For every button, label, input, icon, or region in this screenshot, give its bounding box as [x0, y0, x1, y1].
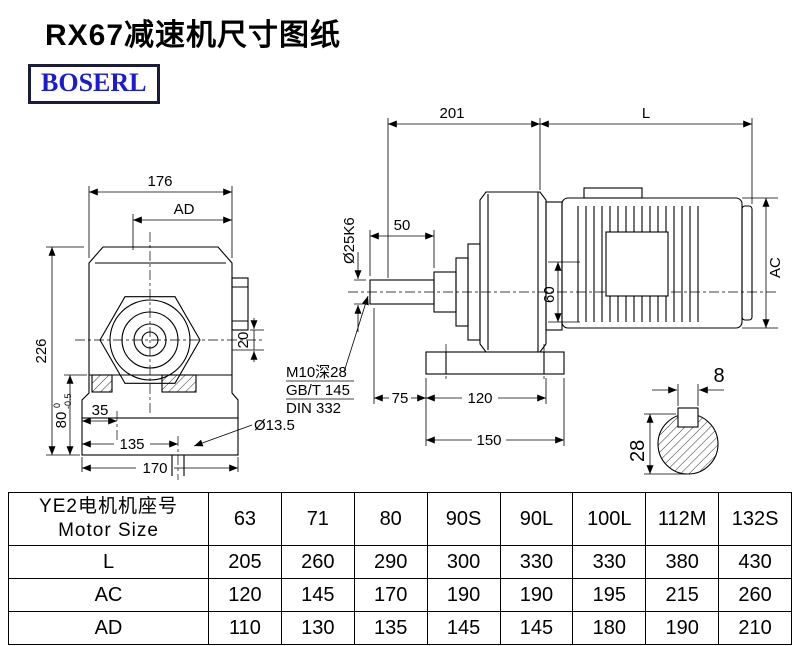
table-cell: 330: [572, 545, 647, 579]
table-cell: 145: [280, 578, 355, 612]
row-label-l: L: [8, 545, 209, 579]
dim-50: 50: [394, 217, 411, 234]
dim-60: 60: [541, 286, 558, 303]
table-cell: 145: [499, 611, 574, 645]
dim-170: 170: [142, 460, 167, 477]
brand-logo: BOSERL: [28, 64, 160, 104]
table-cell: 110: [208, 611, 282, 645]
side-view-dimensions: 201 L 50 Ø25K6 60 AC 75 120 150 M10深28 G…: [286, 105, 784, 449]
table-row-l: L 205 260 290 300 330 330 380 430: [8, 545, 792, 579]
table-cell: 190: [645, 611, 720, 645]
table-cell: 300: [426, 545, 501, 579]
dim-135: 135: [119, 436, 144, 453]
table-row-ad: AD 110 130 135 145 145 180 190 210: [8, 611, 792, 645]
size-63: 63: [208, 492, 282, 546]
size-71: 71: [280, 492, 355, 546]
table-cell: 145: [426, 611, 501, 645]
dim-201: 201: [439, 105, 464, 122]
front-view-geometry: [75, 232, 262, 480]
dim-226: 226: [33, 338, 50, 363]
table-cell: 260: [718, 578, 792, 612]
size-90s: 90S: [426, 492, 501, 546]
table-cell: 135: [353, 611, 428, 645]
dim-ad: AD: [174, 201, 195, 218]
header-motor-size: YE2电机机座号 Motor Size: [8, 492, 209, 546]
table-cell: 205: [208, 545, 282, 579]
dim-80-tol-lower: -0.5: [63, 393, 73, 409]
table-cell: 330: [499, 545, 574, 579]
table-cell: 120: [208, 578, 282, 612]
table-cell: 430: [718, 545, 792, 579]
size-132s: 132S: [718, 492, 792, 546]
size-100l: 100L: [572, 492, 647, 546]
table-cell: 260: [280, 545, 355, 579]
dim-176: 176: [147, 173, 172, 190]
header-motor-size-cn: YE2电机机座号: [39, 496, 178, 517]
note-thread: M10深28: [286, 364, 347, 381]
dim-shaft-height-28: 28: [627, 440, 649, 462]
header-motor-size-en: Motor Size: [58, 520, 159, 541]
dim-80-tol-upper: 0: [52, 403, 62, 408]
dim-ac: AC: [767, 257, 784, 278]
dim-120: 120: [467, 390, 492, 407]
table-cell: 130: [280, 611, 355, 645]
table-cell: 215: [645, 578, 720, 612]
dim-hole-13-5: Ø13.5: [254, 417, 295, 434]
note-din-standard: DIN 332: [286, 400, 341, 417]
dim-l: L: [642, 105, 650, 122]
table-cell: 290: [353, 545, 428, 579]
table-cell: 210: [718, 611, 792, 645]
table-cell: 180: [572, 611, 647, 645]
table-row-ac: AC 120 145 170 190 190 195 215 260: [8, 578, 792, 612]
page-title: RX67减速机尺寸图纸: [45, 19, 342, 52]
dim-75: 75: [392, 390, 409, 407]
table-header-row: YE2电机机座号 Motor Size 63 71 80 90S 90L 100…: [8, 492, 792, 546]
table-cell: 190: [426, 578, 501, 612]
table-cell: 190: [499, 578, 574, 612]
table-cell: 195: [572, 578, 647, 612]
motor-size-table: YE2电机机座号 Motor Size 63 71 80 90S 90L 100…: [8, 492, 792, 645]
row-label-ad: AD: [8, 611, 209, 645]
size-80: 80: [353, 492, 428, 546]
dim-20: 20: [235, 332, 252, 349]
dim-shaft-dia: Ø25K6: [341, 217, 358, 264]
size-90l: 90L: [499, 492, 574, 546]
dimension-drawing: 176 AD 226 80 0 -0.5 35 135 170 20 Ø13.5: [33, 105, 784, 480]
row-label-ac: AC: [8, 578, 209, 612]
dim-150: 150: [476, 432, 501, 449]
brand-logo-text: BOSERL: [41, 68, 147, 97]
dim-key-width-8: 8: [713, 365, 724, 387]
side-view-geometry: [348, 187, 778, 380]
note-gb-standard: GB/T 145: [286, 382, 350, 399]
shaft-key-section: 8 28: [627, 365, 725, 475]
size-112m: 112M: [645, 492, 720, 546]
table-cell: 380: [645, 545, 720, 579]
dim-80: 80: [53, 412, 70, 429]
dim-35: 35: [92, 402, 109, 419]
table-cell: 170: [353, 578, 428, 612]
front-view-dimensions: 176 AD 226 80 0 -0.5 35 135 170 20 Ø13.5: [33, 173, 295, 477]
